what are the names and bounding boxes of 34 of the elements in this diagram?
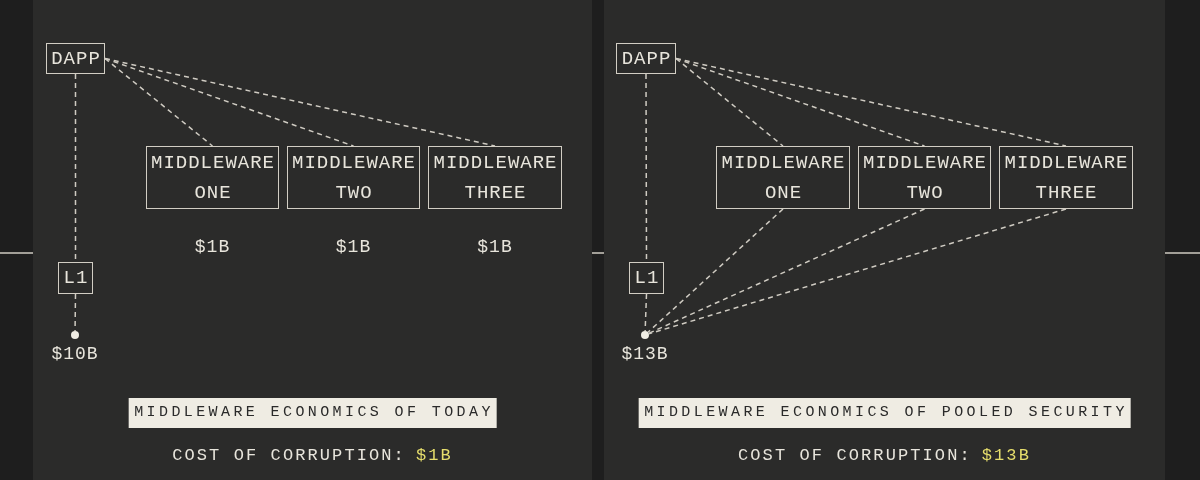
connector-line bbox=[104, 57, 496, 147]
banner-text: MIDDLEWARE ECONOMICS OF POOLED SECURITY bbox=[644, 404, 1128, 421]
title-banner bbox=[638, 398, 1131, 428]
panel bbox=[604, 0, 1165, 480]
cost-label: COST OF CORRUPTION: bbox=[738, 446, 972, 465]
value-label: $13B bbox=[621, 343, 669, 366]
node-label: DAPP bbox=[50, 46, 101, 72]
connector-line bbox=[648, 208, 1067, 335]
connector-line bbox=[104, 57, 214, 147]
banner-text: MIDDLEWARE ECONOMICS OF TODAY bbox=[134, 404, 494, 421]
value-label: $1B bbox=[334, 236, 373, 259]
connector-line bbox=[675, 57, 1067, 147]
node-label: MIDDLEWARE TWO bbox=[862, 150, 988, 206]
value-label: $1B bbox=[193, 236, 232, 259]
title-banner bbox=[128, 398, 497, 428]
panel bbox=[33, 0, 592, 480]
connector-line bbox=[675, 57, 784, 147]
node-label: L1 bbox=[633, 266, 660, 291]
node-label: MIDDLEWARE ONE bbox=[150, 150, 276, 206]
value-label: $10B bbox=[51, 343, 99, 366]
node-label: MIDDLEWARE TWO bbox=[291, 150, 417, 206]
connector-line bbox=[74, 293, 77, 332]
node-label: L1 bbox=[62, 266, 89, 291]
connector-line bbox=[647, 208, 926, 335]
cost-label: COST OF CORRUPTION: bbox=[172, 446, 406, 465]
cost-value: $1B bbox=[415, 446, 453, 465]
connector-line bbox=[647, 208, 784, 334]
node-label: DAPP bbox=[620, 46, 672, 72]
node-label: MIDDLEWARE THREE bbox=[432, 150, 559, 206]
connector-line bbox=[644, 293, 648, 332]
node-label: MIDDLEWARE THREE bbox=[1003, 150, 1130, 206]
value-label: $1B bbox=[476, 236, 514, 259]
node-label: MIDDLEWARE ONE bbox=[720, 150, 847, 206]
cost-value: $13B bbox=[981, 446, 1031, 465]
